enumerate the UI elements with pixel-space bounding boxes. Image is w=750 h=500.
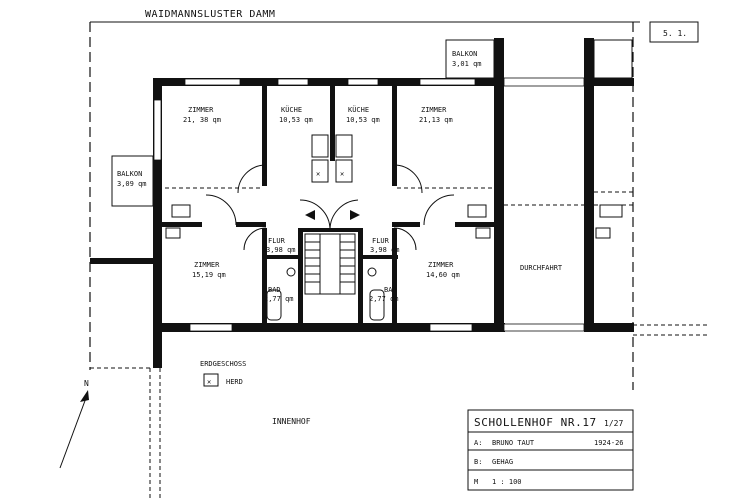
architect-years: 1924-26 xyxy=(594,439,624,447)
svg-text:✕: ✕ xyxy=(340,170,344,178)
flur-left-area: 3,98 qm xyxy=(266,246,296,254)
balkon-left-area: 3,09 qm xyxy=(117,180,147,188)
dashed-lines xyxy=(90,187,710,500)
kitchen-fixtures: ✕ ✕ xyxy=(311,134,353,183)
room-fixtures xyxy=(165,204,623,321)
kueche-left-area: 10,53 qm xyxy=(279,116,313,124)
flur-right-name: FLUR xyxy=(372,237,390,245)
zimmer-top-left-area: 21, 38 qm xyxy=(183,116,221,124)
durchfahrt-label: DURCHFAHRT xyxy=(520,264,563,272)
bad-right-area: 2,77 qm xyxy=(369,295,399,303)
zimmer-top-right-name: ZIMMER xyxy=(421,106,447,114)
flur-left-name: FLUR xyxy=(268,237,286,245)
flur-right-area: 3,98 qm xyxy=(370,246,400,254)
title-block-ref: 1/27 xyxy=(604,419,623,428)
door-swings xyxy=(205,164,455,251)
builder-label: B: xyxy=(474,458,482,466)
scale-value: 1 : 100 xyxy=(492,478,522,486)
staircase xyxy=(304,210,360,295)
herd-label: HERD xyxy=(226,378,243,386)
bad-left-area: 2,77 qm xyxy=(264,295,294,303)
balkon-top-area: 3,01 qm xyxy=(452,60,482,68)
bad-left-name: BAD xyxy=(268,286,281,294)
zimmer-top-right-area: 21,13 qm xyxy=(419,116,453,124)
room-labels: BALKON 3,01 qm BALKON 3,09 qm ZIMMER 21,… xyxy=(117,50,563,303)
balconies xyxy=(111,39,633,207)
innenhof-label: INNENHOF xyxy=(272,417,311,426)
herd-symbol xyxy=(203,373,219,387)
north-arrow-line xyxy=(59,397,87,469)
zimmer-top-left-name: ZIMMER xyxy=(188,106,214,114)
kueche-right-area: 10,53 qm xyxy=(346,116,380,124)
zimmer-bottom-left-area: 15,19 qm xyxy=(192,271,226,279)
north-arrow-icon xyxy=(80,390,89,402)
zimmer-bottom-left-name: ZIMMER xyxy=(194,261,220,269)
balkon-top-name: BALKON xyxy=(452,50,477,58)
bad-right-name: BAD xyxy=(384,286,397,294)
balkon-left-name: BALKON xyxy=(117,170,142,178)
street-label: WAIDMANNSLUSTER DAMM xyxy=(145,9,275,20)
kueche-left-name: KÜCHE xyxy=(281,105,302,114)
title-block: SCHOLLENHOF NR.17 1/27 A: BRUNO TAUT 192… xyxy=(467,409,634,491)
builder-name: GEHAG xyxy=(492,458,513,466)
sheet-number: 5. 1. xyxy=(663,29,687,38)
zimmer-bottom-right-name: ZIMMER xyxy=(428,261,454,269)
architect-name: BRUNO TAUT xyxy=(492,439,535,447)
kueche-right-name: KÜCHE xyxy=(348,105,369,114)
sheet-number-box xyxy=(649,21,699,43)
scale-label: M xyxy=(474,478,478,486)
herd-symbol-mark: ✕ xyxy=(207,378,211,386)
title-block-title: SCHOLLENHOF NR.17 xyxy=(474,416,597,429)
zimmer-bottom-right-area: 14,60 qm xyxy=(426,271,460,279)
windows xyxy=(153,77,585,332)
erdgeschoss-label: ERDGESCHOSS xyxy=(200,360,246,368)
architect-label: A: xyxy=(474,439,482,447)
exterior-walls xyxy=(90,38,634,368)
north-label: N xyxy=(84,379,89,388)
svg-text:✕: ✕ xyxy=(316,170,320,178)
